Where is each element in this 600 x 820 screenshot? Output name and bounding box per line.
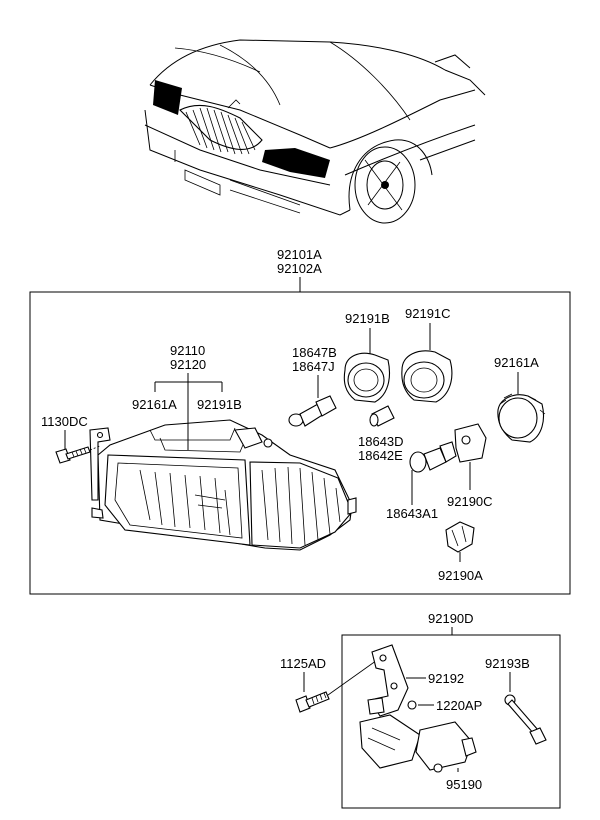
connector-92190a — [445, 521, 475, 553]
label-bulb-18643a1: 18643A1 — [386, 506, 438, 521]
car-front-illustration — [144, 39, 486, 224]
label-bulb-18647b: 18647B — [292, 345, 337, 360]
screw-1130dc — [55, 446, 91, 464]
connector-92190c — [454, 423, 487, 463]
label-nut-1220ap: 1220AP — [436, 698, 482, 713]
label-connector-92190c: 92190C — [447, 494, 493, 509]
label-rod-92193b: 92193B — [485, 656, 530, 671]
label-bulb-18642e: 18642E — [358, 448, 403, 463]
rod-92193b — [504, 694, 547, 745]
bulb-18643a1 — [409, 441, 457, 473]
label-screw-1125ad: 1125AD — [280, 656, 326, 671]
label-assembly-left: 92101A — [277, 247, 322, 262]
label-bulb-18643d: 18643D — [358, 434, 404, 449]
label-cover-92191b: 92191B — [345, 311, 390, 326]
bulb-18647 — [288, 395, 337, 427]
leveling-motor-95190 — [359, 714, 477, 773]
screw-1125ad — [295, 691, 330, 713]
label-lamp-socket-b: 92191B — [197, 397, 242, 412]
label-connector-92190a: 92190A — [438, 568, 483, 583]
label-housing-right: 92120 — [170, 357, 206, 372]
cap-92161a — [497, 393, 546, 443]
headlamp-housing — [89, 419, 357, 551]
label-lamp-socket-a: 92161A — [132, 397, 177, 412]
label-cap-92161a: 92161A — [494, 355, 539, 370]
label-housing-left: 92110 — [170, 343, 205, 358]
label-assembly-right: 92102A — [277, 261, 322, 276]
label-bracket-kit: 92190D — [428, 611, 474, 626]
leveling-kit-frame — [341, 634, 561, 809]
bulb-18643d — [369, 405, 395, 427]
bracket-92192 — [367, 644, 409, 717]
label-motor-95190: 95190 — [446, 777, 482, 792]
nut-1220ap — [407, 700, 417, 710]
label-bulb-18647j: 18647J — [292, 359, 335, 374]
headlamp-assembly-frame — [29, 291, 571, 595]
label-bracket-92192: 92192 — [428, 671, 464, 686]
label-cover-92191c: 92191C — [405, 306, 451, 321]
cover-92191c — [401, 350, 453, 403]
cover-92191b — [343, 352, 391, 403]
label-screw-1130dc: 1130DC — [41, 414, 88, 429]
